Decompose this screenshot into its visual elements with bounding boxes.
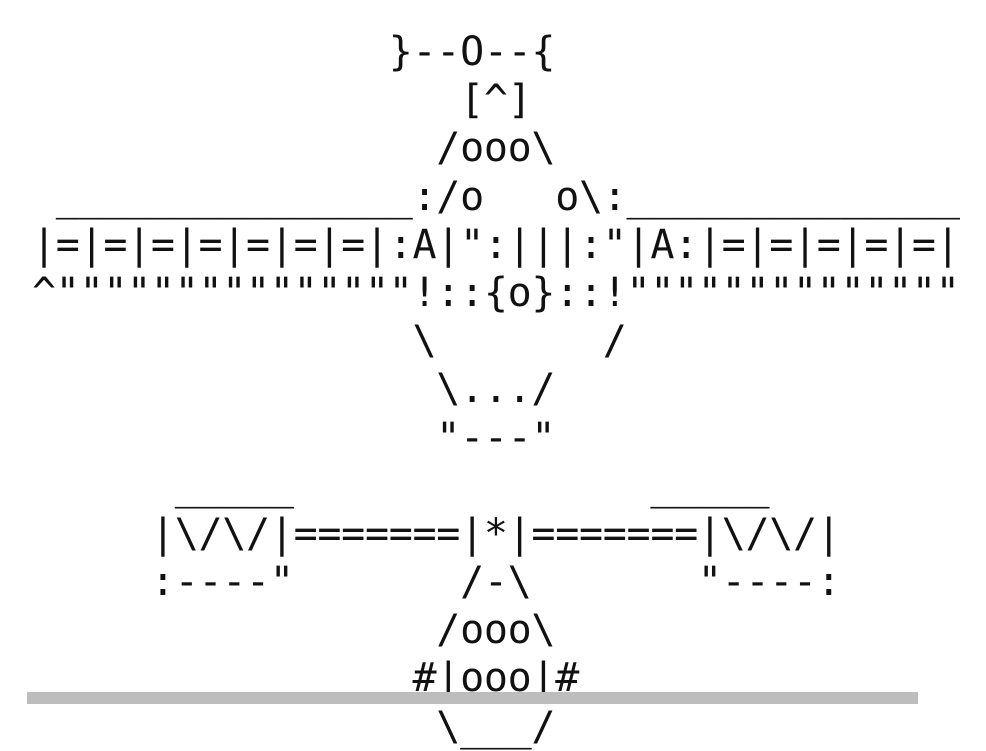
art-line-15: \___/ <box>32 703 556 750</box>
ascii-art-satellite: }--O--{ [^] /ooo\ _______________:/o o\:… <box>32 28 960 751</box>
art-line-12: :----" /-\ "----: <box>32 559 841 606</box>
art-line-8: \.../ <box>32 366 556 413</box>
ground-bar <box>27 692 918 704</box>
art-line-4: _______________:/o o\:_______________ <box>32 173 960 220</box>
art-line-7: \ / <box>32 318 627 365</box>
art-line-1: }--O--{ <box>32 29 556 75</box>
art-line-6: ^"""""""""""""""!::{o}::!"""""""""""""""… <box>32 269 960 316</box>
art-line-2: [^] <box>32 77 532 124</box>
art-line-9: "---" <box>32 414 556 461</box>
art-line-13: /ooo\ <box>32 607 556 654</box>
art-line-5: |=|=|=|=|=|=|=|:A|":|||:"|A:|=|=|=|=|=|=… <box>32 221 960 268</box>
art-line-3: /ooo\ <box>32 125 556 172</box>
art-line-10: _____ _____ <box>32 462 770 509</box>
art-line-11: |\/\/|=======|*|=======|\/\/| <box>32 510 841 557</box>
